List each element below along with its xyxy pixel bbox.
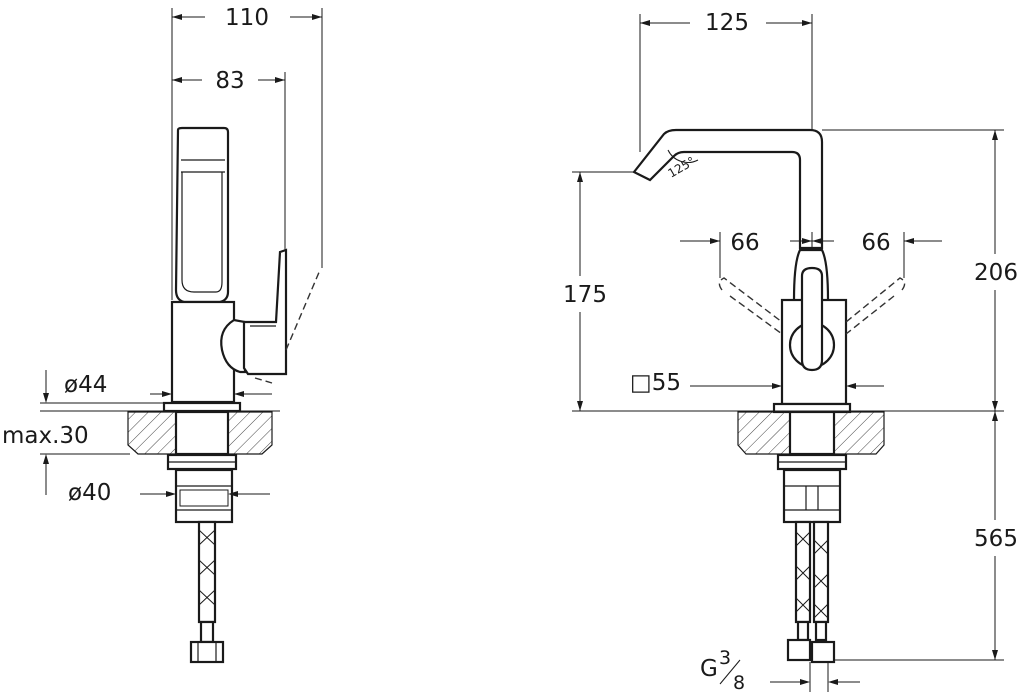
hoses-front	[786, 520, 836, 664]
front-view: 125 125°	[563, 10, 1018, 694]
thread-prefix: G	[700, 656, 718, 682]
dimension-diameter-40: ø40	[68, 480, 270, 506]
dimension-label-diameter-40: ø40	[68, 480, 111, 506]
thread-denominator: 8	[733, 672, 745, 694]
thread-numerator: 3	[719, 647, 731, 669]
dimension-label-83: 83	[215, 68, 244, 94]
dimension-83: 83	[172, 68, 286, 250]
dimension-label-square-55: □55	[630, 370, 681, 396]
deck-section-front	[737, 411, 885, 455]
shank-side	[166, 410, 238, 524]
dimension-175: 175	[563, 171, 634, 411]
dimension-110: 110	[171, 5, 323, 300]
faucet-front-spout: 125°	[632, 128, 824, 250]
dimension-66-pair: 66 66	[680, 230, 942, 278]
side-view: 110 83	[2, 5, 323, 664]
handle-travel-lines	[718, 277, 906, 335]
dimension-label-66-left: 66	[730, 230, 759, 256]
faucet-side-body	[162, 126, 321, 413]
dimension-206: 206	[822, 129, 1018, 411]
dimension-square-55: □55	[630, 370, 884, 396]
dimension-label-110: 110	[225, 5, 269, 31]
dimension-label-206: 206	[974, 260, 1018, 286]
deck-section-side	[127, 411, 273, 455]
dimension-label-diameter-44: ø44	[64, 372, 107, 398]
hose-side	[189, 520, 225, 664]
dimension-max-30: max.30	[2, 423, 130, 495]
shank-front	[776, 410, 848, 524]
dimension-565: 565	[834, 411, 1018, 661]
dimension-label-125: 125	[705, 10, 749, 36]
dimension-label-175: 175	[563, 282, 607, 308]
dimension-label-66-right: 66	[861, 230, 890, 256]
dimension-label-max-30: max.30	[2, 423, 89, 449]
dimension-125: 125	[639, 10, 813, 152]
dimension-diameter-44: ø44	[40, 370, 280, 412]
dimension-thread: G 3 8	[700, 647, 860, 694]
dimension-label-565: 565	[974, 526, 1018, 552]
faucet-front-body	[772, 248, 852, 414]
